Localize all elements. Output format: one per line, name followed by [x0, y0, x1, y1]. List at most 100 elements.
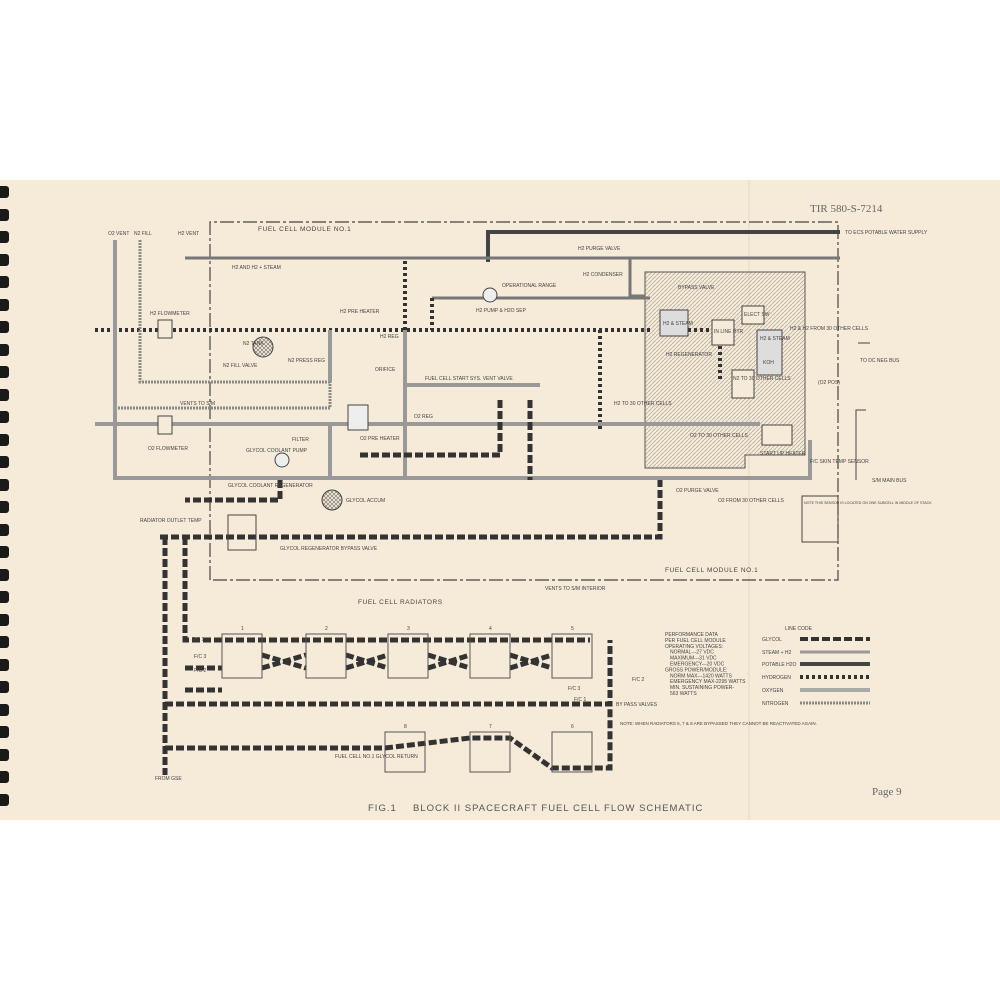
h2-regenerator [659, 309, 689, 337]
label-h2-pump: H2 PUMP & H2O SEP [476, 308, 527, 314]
figure-title: BLOCK II SPACECRAFT FUEL CELL FLOW SCHEM… [413, 803, 703, 814]
radiator-4: 4 [489, 626, 492, 632]
h2-pump [482, 287, 498, 303]
label-h2-flowmeter: H2 FLOWMETER [150, 311, 190, 317]
steam-h2-lines [185, 256, 840, 300]
label-o2-preheater: O2 PRE HEATER [360, 436, 400, 442]
binding-ring [0, 771, 9, 783]
performance-line: MIN. SUSTAINING POWER- [670, 685, 734, 691]
performance-line: PER FUEL CELL MODULE [665, 638, 726, 644]
label-o2-reg: O2 REG [414, 414, 433, 420]
label-n2-fill-valve: N2 FILL VALVE [223, 363, 258, 369]
label-o2-from-30: O2 FROM 30 OTHER CELLS [718, 498, 785, 504]
label-regen-bypass: GLYCOL REGENERATOR BYPASS VALVE [280, 546, 378, 552]
performance-line: NORMAL---27 VDC [670, 650, 714, 656]
radiator-2: 2 [325, 626, 328, 632]
label-glycol-accum: GLYCOL ACCUM [346, 498, 385, 504]
label-h2-purge: H2 PURGE VALVE [578, 246, 621, 252]
component-labels: O2 VENT N2 FILL H2 VENT H2 AND H2 + STEA… [108, 230, 932, 782]
label-startup-heater: START UP HEATER [760, 451, 806, 457]
binding-ring [0, 748, 9, 761]
label-fc3-valve: F/C 3 [568, 686, 580, 692]
label-fc1: F/C 1 [192, 637, 204, 643]
label-dc-neg: TO DC NEG BUS [860, 358, 900, 364]
label-koh: KOH [763, 360, 774, 366]
performance-line: NORM MAX---1420 WATTS [670, 673, 733, 679]
binding-ring [0, 253, 9, 266]
module-label-top: FUEL CELL MODULE NO.1 [258, 226, 351, 233]
page-fold [748, 180, 750, 820]
radiator-numbers: 1 2 3 4 5 6 7 8 [241, 626, 574, 730]
note-box [801, 495, 839, 543]
performance-line: OPERATING VOLTAGES: [665, 644, 723, 650]
label-sm-main-bus: S/M MAIN BUS [872, 478, 907, 484]
label-o2-post: (O2 POS) [818, 380, 840, 386]
glycol-pump [274, 452, 290, 468]
oxygen-lines [95, 240, 812, 480]
binding-ring [0, 388, 9, 401]
radiator-3: 3 [407, 626, 410, 632]
label-o2-to-30: O2 TO 30 OTHER CELLS [690, 433, 749, 439]
label-bypass-valves: BY PASS VALVES [616, 702, 658, 708]
radiator-7: 7 [489, 724, 492, 730]
legend-oxygen: OXYGEN [762, 688, 784, 694]
performance-line: PERFORMANCE DATA [665, 632, 719, 638]
legend-nitrogen: NITROGEN [762, 701, 789, 707]
binding-ring [0, 276, 9, 288]
line-code-legend: LINE CODE GLYCOL STEAM + H2 POTABLE H2O … [762, 626, 870, 707]
label-vents-interior: VENTS TO S/M INTERIOR [545, 586, 606, 592]
label-h2-to-30: H2 TO 30 OTHER CELLS [614, 401, 672, 407]
h2-flowmeter [157, 319, 173, 339]
label-h2-regenerator: H2 REGENERATOR [666, 352, 712, 358]
binding-ring [0, 501, 9, 513]
label-glycol-regen: GLYCOL COOLANT REGENERATOR [228, 483, 313, 489]
binding-ring [0, 411, 9, 423]
label-h2-steam: H2 AND H2 + STEAM [232, 265, 281, 271]
binding-ring [0, 523, 9, 536]
label-fc3: F/C 3 [194, 654, 206, 660]
elect-switch [741, 305, 765, 325]
label-o2-flowmeter: O2 FLOWMETER [148, 446, 188, 452]
performance-line: MAXIMUM---31 VDC [670, 656, 717, 662]
label-inline-htr: IN LINE HTR [714, 329, 744, 335]
binding-ring [0, 546, 9, 558]
label-ecs-water: TO ECS POTABLE WATER SUPPLY [845, 230, 928, 236]
label-skin-sensor: F/C SKIN TEMP SENSOR [810, 459, 869, 465]
performance-line: EMERGENCY---20 VDC [670, 662, 725, 668]
label-n2-press-reg: N2 PRESS REG [288, 358, 325, 364]
performance-line: 563 WATTS [670, 691, 697, 697]
binding-ring [0, 433, 9, 446]
binding-ring [0, 456, 9, 468]
binding-ring [0, 636, 9, 648]
label-h2-condenser: H2 CONDENSER [583, 272, 623, 278]
module-label-bottom: FUEL CELL MODULE NO.1 [665, 567, 758, 574]
label-vents-sm: VENTS TO S/M [180, 401, 215, 407]
legend-potable: POTABLE H2O [762, 662, 796, 668]
legend-glycol: GLYCOL [762, 637, 782, 643]
radiator-boxes [221, 633, 593, 773]
performance-line: GROSS POWER/MODULE: [665, 667, 728, 673]
binding-ring [0, 366, 9, 378]
legend-steam: STEAM + H2 [762, 650, 792, 656]
label-n2-tank: N2 TANK [243, 341, 264, 347]
glycol-regenerator [227, 514, 257, 551]
radiator-6: 6 [571, 724, 574, 730]
module-boundary [209, 221, 839, 581]
glycol-accumulator [321, 489, 343, 511]
binding-ring [0, 231, 9, 243]
label-note-bypass: NOTE: WHEN RADIATORS 6, 7 & 8 ARE BYPASS… [620, 721, 817, 726]
binding-ring [0, 726, 9, 738]
label-h2-preheater: H2 PRE HEATER [340, 309, 380, 315]
label-h2-steam-box: H2 & STEAM [663, 321, 693, 327]
binding-ring [0, 658, 9, 671]
performance-line: EMERGENCY MAX-2295 WATTS [670, 679, 746, 685]
inline-heater [711, 319, 735, 346]
binding-ring [0, 208, 9, 221]
legend-title: LINE CODE [785, 626, 813, 632]
label-radiators: FUEL CELL RADIATORS [358, 599, 443, 606]
figure-number: FIG.1 [368, 803, 397, 814]
binding-ring [0, 613, 9, 626]
o2-flowmeter [157, 415, 173, 435]
